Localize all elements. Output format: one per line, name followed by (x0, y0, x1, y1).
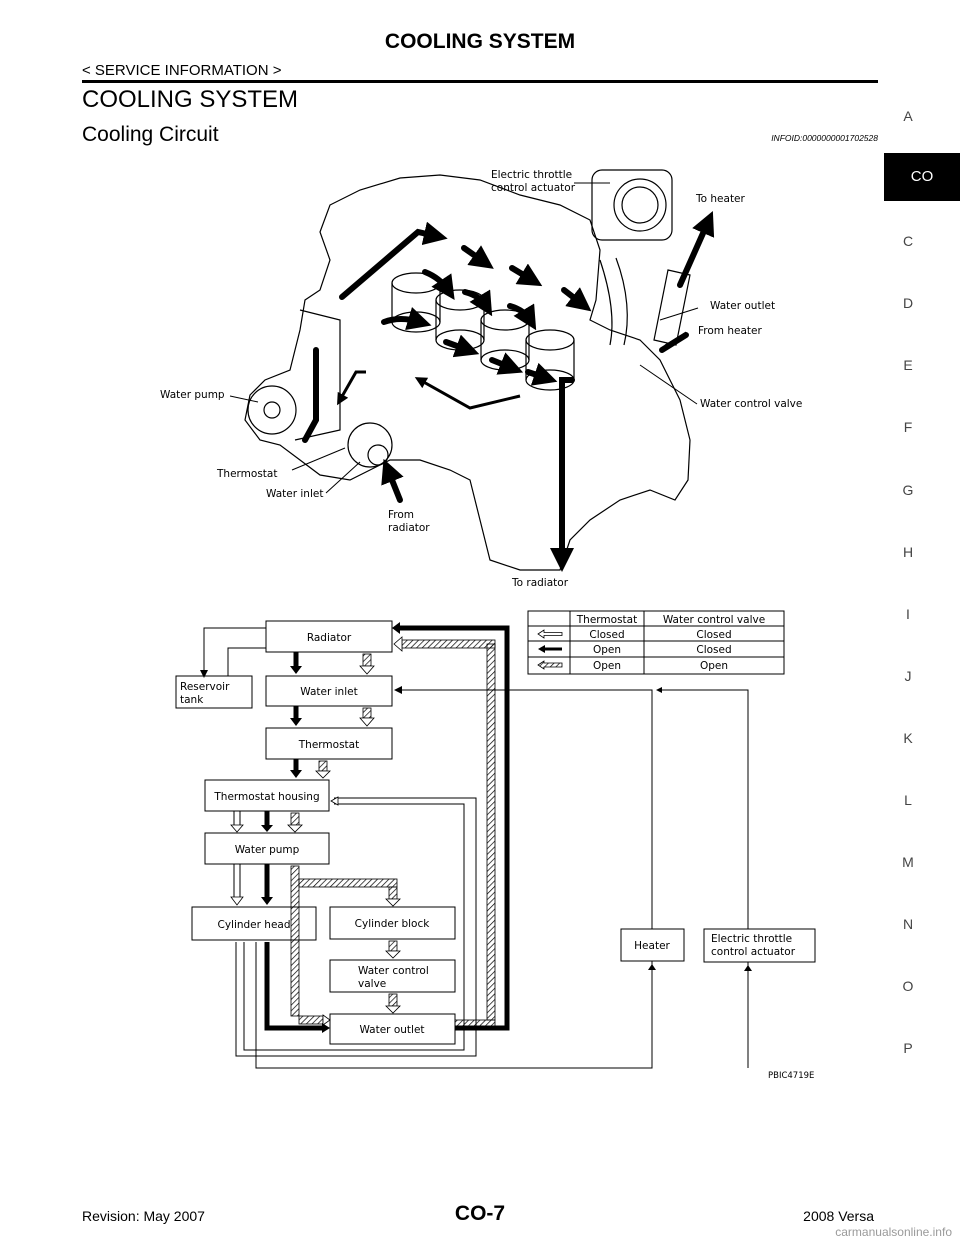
header-rule (82, 80, 878, 83)
box-water-control-valve (329, 959, 456, 993)
legend-header-valve: Water control valve (663, 614, 765, 626)
box-label-cylinder-head: Cylinder head (217, 919, 290, 931)
label-to-radiator: To radiator (511, 577, 569, 589)
side-index-item[interactable]: P (903, 1040, 913, 1056)
label-water-outlet: Water outlet (710, 300, 775, 312)
label-water-control-valve: Water control valve (700, 398, 802, 410)
info-id: INFOID:0000000001702528 (771, 133, 878, 143)
box-label-radiator: Radiator (307, 632, 352, 644)
legend-hatched-arrow-icon (537, 660, 563, 670)
legend-row3-thermostat: Open (593, 660, 621, 672)
side-index-item[interactable]: K (903, 730, 913, 746)
legend-solid-arrow-icon (538, 645, 562, 653)
subsection-title: Cooling Circuit (82, 123, 219, 146)
label-water-inlet: Water inlet (266, 488, 323, 500)
box-water-pump (204, 832, 330, 865)
legend-row2-valve: Closed (696, 644, 731, 656)
section-title: COOLING SYSTEM (82, 86, 299, 113)
footer-revision: Revision: May 2007 (82, 1208, 205, 1224)
box-water-inlet (265, 675, 393, 707)
legend-row3-valve: Open (700, 660, 728, 672)
side-index-item[interactable]: L (904, 792, 912, 808)
box-electric-throttle (703, 928, 816, 963)
box-label-water-pump: Water pump (235, 844, 300, 856)
label-etc-2: control actuator (491, 182, 576, 194)
label-to-heater: To heater (695, 193, 746, 205)
box-label-thermostat-housing: Thermostat housing (213, 791, 319, 803)
label-from-radiator-2: radiator (388, 522, 430, 534)
legend-row1-thermostat: Closed (589, 629, 624, 641)
box-label-reservoir-2: tank (180, 694, 204, 706)
side-index-item[interactable]: F (903, 419, 913, 435)
side-index-item[interactable]: G (902, 482, 914, 498)
label-thermostat: Thermostat (216, 468, 277, 480)
engine-cooling-illustration: Electric throttle control actuator To he… (160, 169, 802, 589)
cooling-flow-diagram: Thermostat Water control valve Closed Cl… (175, 610, 816, 1081)
watermark-link[interactable]: carmanualsonline.info (835, 1225, 952, 1239)
legend-outline-arrow-icon (537, 629, 563, 639)
label-from-radiator-1: From (388, 509, 414, 521)
box-label-water-inlet: Water inlet (300, 686, 357, 698)
side-index-item[interactable]: N (902, 916, 914, 932)
box-label-reservoir-1: Reservoir (180, 681, 230, 693)
footer-page-number: CO-7 (454, 1202, 506, 1225)
side-index-item[interactable]: D (902, 295, 914, 311)
page-header-title: COOLING SYSTEM (384, 30, 576, 53)
footer-model: 2008 Versa (803, 1208, 874, 1224)
legend-row2-thermostat: Open (593, 644, 621, 656)
side-index-item[interactable]: C (902, 233, 914, 249)
box-radiator (265, 620, 393, 653)
label-etc-1: Electric throttle (491, 169, 572, 181)
box-label-heater: Heater (634, 940, 670, 952)
page-header-subtitle: < SERVICE INFORMATION > (82, 62, 282, 79)
label-water-pump: Water pump (160, 389, 225, 401)
box-heater (620, 928, 685, 962)
legend-header-thermostat: Thermostat (576, 614, 637, 626)
box-cylinder-block (329, 906, 456, 940)
box-label-cylinder-block: Cylinder block (355, 918, 431, 930)
box-reservoir-tank (175, 675, 253, 709)
side-index-item[interactable]: H (902, 544, 914, 560)
side-index-item[interactable]: O (902, 978, 914, 994)
box-label-wcv-2: valve (358, 978, 386, 990)
side-index-item[interactable]: M (902, 854, 914, 870)
box-label-wcv-1: Water control (358, 965, 429, 977)
box-label-etc-2: control actuator (711, 946, 796, 958)
box-label-thermostat: Thermostat (298, 739, 359, 751)
side-index-item[interactable]: I (906, 606, 910, 622)
box-label-water-outlet: Water outlet (359, 1024, 424, 1036)
box-thermostat (265, 727, 393, 760)
legend-table: Thermostat Water control valve Closed Cl… (527, 610, 785, 675)
side-index-item[interactable]: J (904, 668, 912, 684)
box-label-etc-1: Electric throttle (711, 933, 792, 945)
side-index-item[interactable]: E (903, 357, 913, 373)
side-index-item[interactable]: A (903, 108, 913, 124)
legend-row1-valve: Closed (696, 629, 731, 641)
box-thermostat-housing (204, 779, 330, 812)
label-from-heater: From heater (698, 325, 762, 337)
figure-code: PBIC4719E (768, 1071, 814, 1081)
side-index-active-tab[interactable]: CO (884, 153, 960, 201)
